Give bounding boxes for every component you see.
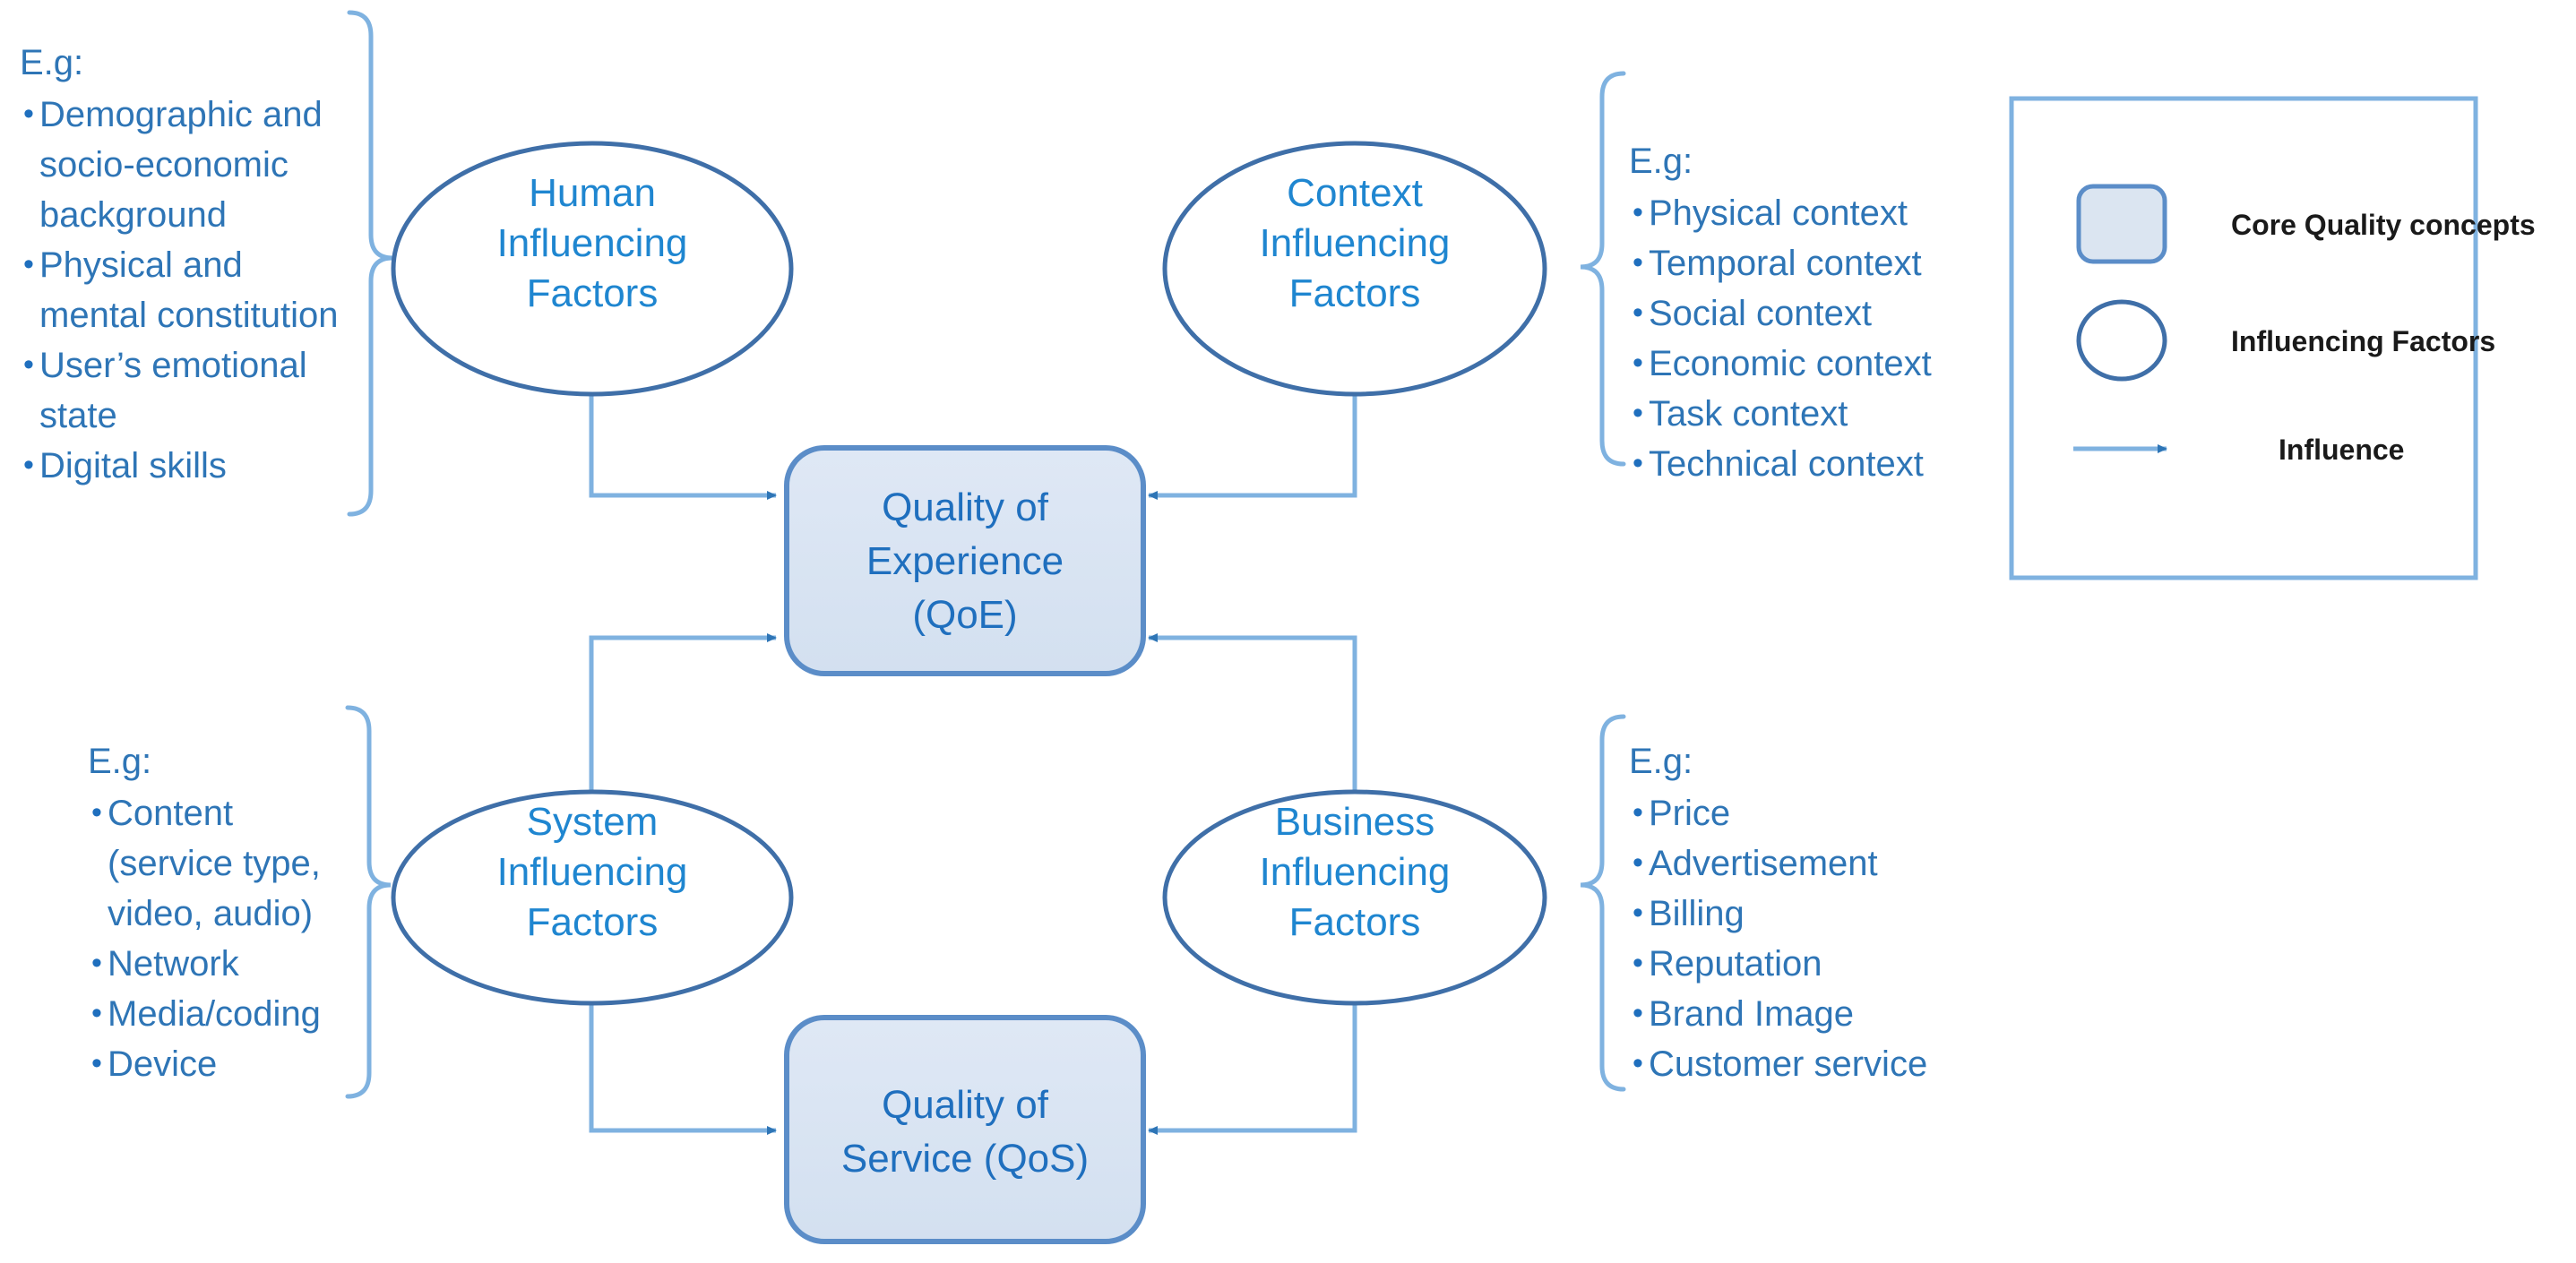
list-item: User’s emotional state — [20, 339, 339, 441]
node-context-line1: Context — [1287, 171, 1423, 215]
connector-system-to-qos — [589, 967, 777, 1135]
node-context-line3: Factors — [1288, 271, 1421, 315]
list-item: Social context — [1629, 288, 1987, 339]
list-item: Content (service type, video, audio) — [88, 787, 357, 939]
list-item: Digital skills — [20, 440, 339, 491]
node-qoe-line1: Quality of — [882, 485, 1048, 529]
note-business-list: Price Advertisement Billing Reputation B… — [1629, 787, 1987, 1089]
connector-business-to-qos — [1148, 967, 1357, 1135]
note-system-list: Content (service type, video, audio) Net… — [88, 787, 357, 1089]
list-item: Demographic and socio-economic backgroun… — [20, 89, 339, 240]
node-human-influencing-factors[interactable] — [391, 141, 794, 397]
node-business-line2: Influencing — [1259, 850, 1451, 894]
legend-label-influence: Influence — [2279, 434, 2405, 466]
legend-ellipse-icon — [2076, 299, 2167, 382]
list-item: Task context — [1629, 388, 1987, 439]
node-system-label: System Influencing Factors — [395, 797, 789, 948]
list-item: Media/coding — [88, 988, 357, 1039]
node-quality-of-experience[interactable] — [784, 445, 1146, 676]
node-qos-line2: Service (QoS) — [840, 1137, 1090, 1181]
note-human-heading: E.g: — [20, 43, 84, 82]
connector-human-to-qoe — [589, 358, 777, 500]
list-item: Advertisement — [1629, 838, 1987, 889]
node-human-label: Human Influencing Factors — [395, 168, 789, 319]
list-item: Reputation — [1629, 938, 1987, 989]
legend-core-rect-icon — [2076, 184, 2167, 264]
legend-label-core-quality-concepts: Core Quality concepts — [2231, 209, 2536, 241]
node-business-line1: Business — [1274, 800, 1435, 844]
list-item: Temporal context — [1629, 237, 1987, 288]
bracket-context — [1580, 71, 1626, 467]
list-item: Physical context — [1629, 187, 1987, 238]
bracket-system — [345, 705, 392, 1099]
note-system-factors: E.g: Content (service type, video, audio… — [88, 736, 357, 1089]
note-human-list: Demographic and socio-economic backgroun… — [20, 89, 339, 491]
list-item: Device — [88, 1038, 357, 1089]
node-context-label: Context Influencing Factors — [1167, 168, 1543, 319]
node-qoe-line3: (QoE) — [912, 593, 1018, 637]
node-context-influencing-factors[interactable] — [1162, 141, 1547, 397]
node-qoe-label: Quality of Experience (QoE) — [787, 481, 1143, 642]
list-item: Price — [1629, 787, 1987, 838]
node-business-label: Business Influencing Factors — [1167, 797, 1543, 948]
node-qoe-line2: Experience — [866, 539, 1064, 583]
bracket-human — [347, 10, 393, 517]
node-qos-label: Quality of Service (QoS) — [781, 1078, 1149, 1186]
node-system-line2: Influencing — [496, 850, 688, 894]
node-quality-of-service[interactable] — [784, 1015, 1146, 1244]
node-system-line3: Factors — [526, 900, 659, 944]
note-context-list: Physical context Temporal context Social… — [1629, 187, 1987, 489]
connector-context-to-qoe — [1148, 358, 1357, 500]
list-item: Physical and mental constitution — [20, 239, 339, 340]
note-context-heading: E.g: — [1629, 142, 1693, 181]
list-item: Brand Image — [1629, 988, 1987, 1039]
node-system-influencing-factors[interactable] — [391, 789, 794, 1006]
node-human-line2: Influencing — [496, 221, 688, 265]
node-context-line2: Influencing — [1259, 221, 1451, 265]
node-business-influencing-factors[interactable] — [1162, 789, 1547, 1006]
note-business-heading: E.g: — [1629, 742, 1693, 781]
node-qos-line1: Quality of — [882, 1083, 1048, 1127]
node-human-line1: Human — [529, 171, 656, 215]
note-business-factors: E.g: Price Advertisement Billing Reputat… — [1629, 736, 1987, 1089]
note-context-factors: E.g: Physical context Temporal context S… — [1629, 136, 1987, 489]
note-system-heading: E.g: — [88, 742, 152, 781]
node-human-line3: Factors — [526, 271, 659, 315]
list-item: Billing — [1629, 888, 1987, 939]
note-human-factors: E.g: Demographic and socio-economic back… — [20, 38, 339, 491]
list-item: Economic context — [1629, 338, 1987, 389]
list-item: Technical context — [1629, 438, 1987, 489]
list-item: Customer service — [1629, 1038, 1987, 1089]
bracket-business — [1580, 714, 1626, 1092]
list-item: Network — [88, 938, 357, 989]
legend-label-influencing-factors: Influencing Factors — [2231, 325, 2496, 357]
node-system-line1: System — [526, 800, 659, 844]
node-business-line3: Factors — [1288, 900, 1421, 944]
